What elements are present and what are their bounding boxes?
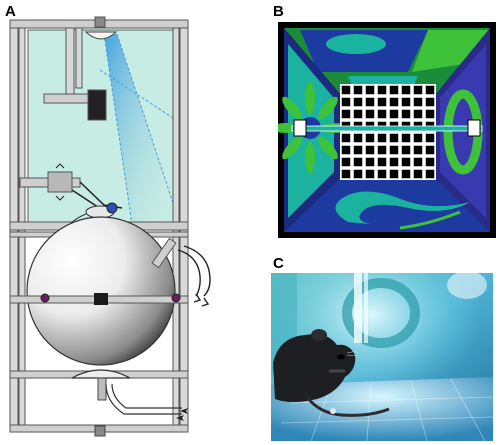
grid-cell xyxy=(353,145,363,155)
grid-cell xyxy=(401,169,411,179)
grid-cell xyxy=(377,145,387,155)
grid-cell xyxy=(401,109,411,119)
grid-cell xyxy=(389,133,399,143)
grid-cell xyxy=(377,109,387,119)
grid-cell xyxy=(365,157,375,167)
grid-cell xyxy=(425,85,435,95)
grid-cell xyxy=(425,169,435,179)
floor-tiles xyxy=(280,378,493,441)
grid-cell xyxy=(353,109,363,119)
grid-cell xyxy=(413,169,423,179)
grid-cell xyxy=(341,85,351,95)
grid-cell xyxy=(365,85,375,95)
grid-cell xyxy=(389,85,399,95)
side-clamp xyxy=(19,163,81,201)
grid-cell xyxy=(413,157,423,167)
panel-label-b: B xyxy=(273,3,284,20)
grid-cell xyxy=(401,145,411,155)
grid-cell xyxy=(341,133,351,143)
grid-cell xyxy=(413,97,423,107)
grid-cell xyxy=(425,157,435,167)
grid-cell xyxy=(377,85,387,95)
grid-cell xyxy=(401,133,411,143)
grid-cell xyxy=(353,169,363,179)
grid-cell xyxy=(389,97,399,107)
grid-cell xyxy=(353,157,363,167)
virtual-arena-rendering xyxy=(278,22,496,238)
ceiling-lamp xyxy=(84,31,118,40)
grid-cell xyxy=(377,133,387,143)
grid-cell xyxy=(341,145,351,155)
grid-cell xyxy=(413,145,423,155)
grid-cell xyxy=(389,157,399,167)
air-supply-tube xyxy=(105,383,182,415)
grid-cell xyxy=(353,85,363,95)
panel-label-c: C xyxy=(273,255,284,272)
diagonal-strut xyxy=(151,237,177,269)
projection-beam xyxy=(104,34,176,224)
grid-cell xyxy=(425,145,435,155)
grid-cell xyxy=(425,133,435,143)
left-motion-sensor xyxy=(40,293,50,303)
panel-label-a: A xyxy=(5,3,16,20)
floor-swirl xyxy=(335,191,470,224)
grid-cell xyxy=(401,85,411,95)
grid-cell xyxy=(413,133,423,143)
rat xyxy=(273,329,390,417)
grid-cell xyxy=(377,169,387,179)
grid-cell xyxy=(341,169,351,179)
grid-cell xyxy=(389,169,399,179)
grid-cell xyxy=(353,97,363,107)
grid-cell xyxy=(365,97,375,107)
grid-cell xyxy=(401,157,411,167)
grid-cell xyxy=(401,97,411,107)
grid-cell xyxy=(425,97,435,107)
projector-mount xyxy=(43,16,107,121)
grid-cell xyxy=(365,133,375,143)
apparatus-schematic xyxy=(9,16,211,437)
grid-cell xyxy=(389,145,399,155)
grid-cell xyxy=(365,109,375,119)
right-motion-sensor xyxy=(171,293,181,303)
grid-cell xyxy=(389,109,399,119)
grid-cell xyxy=(365,145,375,155)
grid-cell xyxy=(341,157,351,167)
rodent-photograph xyxy=(271,273,493,441)
air-tubes xyxy=(177,245,211,307)
horizontal-rod xyxy=(291,125,483,132)
rodent-on-ball xyxy=(69,202,118,225)
grid-cell xyxy=(365,169,375,179)
grid-cell xyxy=(413,85,423,95)
wall-ring-pattern xyxy=(342,278,420,348)
ball-sensor xyxy=(94,293,108,305)
grid-cell xyxy=(425,109,435,119)
air-supported-ball xyxy=(26,216,176,366)
grid-cell xyxy=(377,157,387,167)
grid-cell xyxy=(341,97,351,107)
light-column xyxy=(354,273,362,343)
grid-cell xyxy=(341,109,351,119)
grid-cell xyxy=(377,97,387,107)
grid-cell xyxy=(413,109,423,119)
air-cup xyxy=(71,369,131,379)
grid-cell xyxy=(353,133,363,143)
